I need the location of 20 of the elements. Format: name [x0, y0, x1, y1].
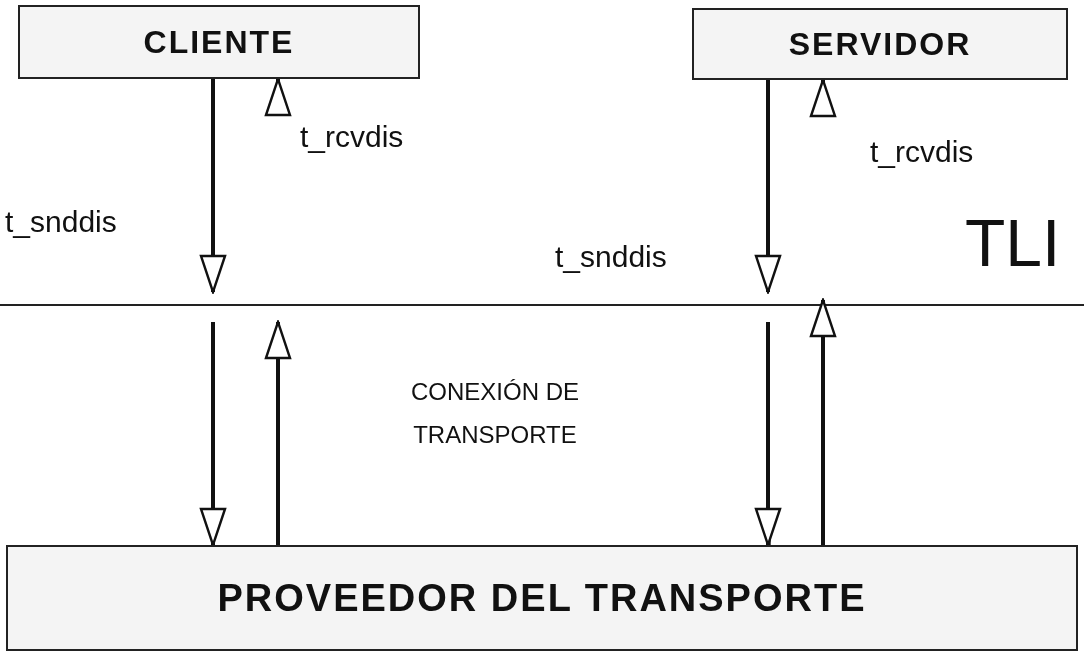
edge-label: t_snddis [555, 240, 667, 274]
arrow [199, 79, 227, 294]
layer-label: TLI [965, 205, 1061, 281]
process-box [18, 5, 420, 79]
box-title: CLIENTE [143, 23, 295, 61]
arrow [199, 322, 227, 547]
arrow [264, 77, 292, 117]
edge-label: t_rcvdis [870, 135, 974, 169]
note-text: CONEXIÓN DE TRANSPORTE [410, 377, 580, 451]
process-box [6, 545, 1078, 651]
arrow [264, 320, 292, 545]
arrow [809, 298, 837, 545]
process-box [692, 8, 1068, 80]
box-title: SERVIDOR [788, 25, 972, 63]
box-title: PROVEEDOR DEL TRANSPORTE [217, 576, 867, 620]
edge-label: t_rcvdis [300, 120, 404, 154]
arrow [809, 78, 837, 118]
arrow [754, 80, 782, 294]
edge-label: t_snddis [5, 205, 117, 239]
arrow [754, 322, 782, 547]
